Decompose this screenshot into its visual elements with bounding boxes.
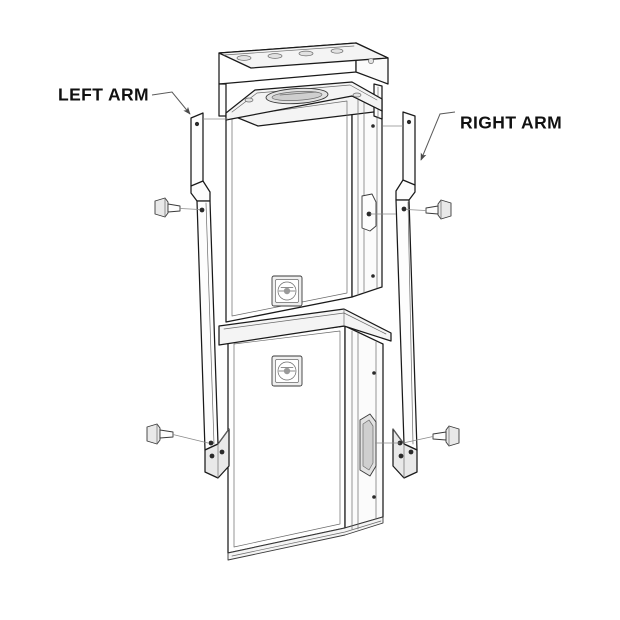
lower-side-hole-2 bbox=[372, 495, 376, 499]
upper-cabinet-grille-inset bbox=[231, 100, 348, 317]
top-frame-hole-5 bbox=[368, 58, 374, 64]
left-arm-hole-top bbox=[194, 121, 200, 127]
right-arm-label: RIGHT ARM bbox=[460, 113, 562, 133]
lower-cabinet-bottom-edge bbox=[231, 520, 382, 557]
lower-cabinet-logo-badge bbox=[271, 355, 303, 387]
lower-side-hole-1 bbox=[372, 371, 376, 375]
right-arm-hole-top bbox=[406, 119, 412, 125]
bolt-upper-left bbox=[154, 197, 201, 218]
top-frame-hole-2 bbox=[267, 53, 283, 59]
left-arm-hole-mid bbox=[199, 207, 205, 213]
right-arm-bracket bbox=[392, 111, 418, 479]
left-arm-arrow bbox=[151, 91, 191, 115]
left-arm-foot-bevel bbox=[217, 428, 230, 445]
top-frame-hole-1 bbox=[236, 55, 252, 61]
lower-cabinet-grille-inset bbox=[233, 330, 341, 548]
top-frame-hole-3 bbox=[298, 50, 314, 57]
left-arm-foot-hole-3 bbox=[219, 449, 225, 455]
left-arm-foot-hole-2 bbox=[209, 453, 215, 459]
right-arm-hole-mid bbox=[401, 206, 407, 212]
right-arm-arrow bbox=[420, 111, 456, 161]
left-arm-label: LEFT ARM bbox=[58, 85, 149, 105]
top-frame-bar-seam bbox=[223, 45, 355, 56]
bolt-lower-right bbox=[402, 425, 460, 447]
cabinet-interface-plate bbox=[218, 308, 392, 346]
bolt-upper-right bbox=[405, 199, 452, 220]
right-arm-foot-hole-2 bbox=[398, 453, 404, 459]
lower-cabinet-bottom-chamfer bbox=[227, 516, 384, 561]
right-arm-foot-bevel bbox=[392, 428, 405, 445]
top-frame-post-left bbox=[218, 83, 227, 117]
left-arm-bracket bbox=[190, 112, 230, 479]
top-plate-dimple-left bbox=[244, 97, 254, 103]
top-recessed-handle bbox=[265, 87, 329, 105]
top-plate-dimple-right bbox=[352, 92, 362, 98]
upper-cabinet-logo-badge bbox=[271, 275, 303, 307]
right-arm-rail-seam bbox=[407, 201, 414, 445]
left-arm-rail-seam bbox=[205, 202, 215, 445]
top-frame-hole-4 bbox=[330, 48, 344, 54]
callout-left-arm: LEFT ARM bbox=[58, 85, 191, 115]
lower-speaker-cabinet bbox=[227, 325, 384, 561]
lower-cabinet-side-handle bbox=[359, 413, 377, 477]
right-arm-foot-hole-3 bbox=[408, 449, 414, 455]
upper-cabinet-mounting-ear bbox=[361, 193, 377, 232]
callout-right-arm: RIGHT ARM bbox=[420, 111, 562, 161]
upper-side-hole-2 bbox=[371, 274, 375, 278]
upper-side-hole-1 bbox=[371, 124, 375, 128]
upper-speaker-cabinet bbox=[225, 95, 383, 323]
bolt-lower-left bbox=[146, 423, 209, 445]
left-arm-foot-hole-1 bbox=[208, 440, 214, 446]
top-mounting-frame bbox=[218, 42, 389, 121]
